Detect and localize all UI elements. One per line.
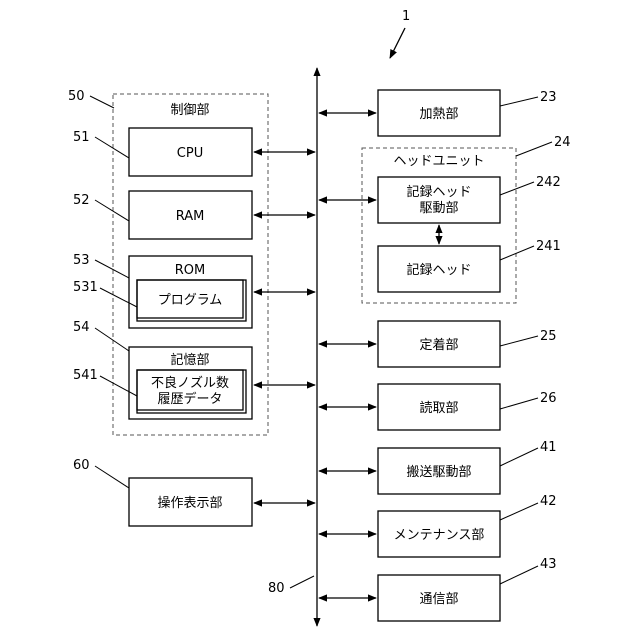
program-label: プログラム: [158, 293, 223, 308]
program-ref: 531: [73, 280, 98, 295]
head-drive-ref-leader: [500, 182, 534, 195]
control-ref: 50: [68, 89, 85, 104]
cpu-ref: 51: [73, 130, 90, 145]
history-ref: 541: [73, 368, 98, 383]
fixing-ref: 25: [540, 329, 557, 344]
device-ref: 1: [402, 9, 410, 24]
head-drive-box: [378, 177, 500, 223]
heating-ref-leader: [500, 97, 538, 106]
history-label-line1: 不良ノズル数: [151, 375, 229, 391]
operation-display-ref-leader: [95, 466, 129, 488]
operation-display-label: 操作表示部: [157, 495, 222, 511]
heating-ref: 23: [540, 90, 557, 105]
fixing-ref-leader: [500, 336, 538, 346]
ram-ref-leader: [95, 200, 129, 221]
reading-ref-leader: [500, 398, 538, 409]
rom-ref-leader: [95, 260, 129, 278]
device-ref-arrow: [390, 28, 405, 58]
fixing-label: 定着部: [419, 337, 458, 353]
transport-ref-leader: [500, 448, 538, 466]
reading-ref: 26: [540, 391, 557, 406]
maintenance-ref: 42: [540, 494, 557, 509]
rom-label: ROM: [175, 263, 205, 278]
head-unit-ref: 24: [554, 135, 571, 150]
head-unit-label: ヘッドユニット: [393, 154, 484, 169]
transport-ref: 41: [540, 440, 557, 455]
head-drive-ref: 242: [536, 175, 561, 190]
transport-label: 搬送駆動部: [406, 465, 471, 480]
control-ref-leader: [90, 96, 114, 108]
communication-ref: 43: [540, 557, 557, 572]
rom-ref: 53: [73, 253, 90, 268]
maintenance-ref-leader: [500, 503, 538, 520]
head-unit-ref-leader: [516, 142, 552, 156]
bus-ref-leader: [290, 576, 314, 588]
storage-ref-leader: [95, 328, 129, 351]
operation-display-ref: 60: [73, 458, 90, 473]
history-label-line2: 履歴データ: [157, 391, 222, 407]
recording-head-ref: 241: [536, 239, 561, 254]
bus-ref: 80: [268, 581, 285, 596]
cpu-ref-leader: [95, 137, 129, 158]
storage-ref: 54: [73, 320, 90, 335]
control-label: 制御部: [170, 103, 209, 118]
storage-label: 記憶部: [170, 352, 209, 368]
cpu-label: CPU: [177, 146, 203, 161]
ram-ref: 52: [73, 193, 90, 208]
head-drive-label-line1: 記録ヘッド: [406, 184, 471, 200]
reading-label: 読取部: [419, 400, 458, 416]
head-drive-label-line2: 駆動部: [419, 201, 458, 216]
recording-head-label: 記録ヘッド: [406, 262, 471, 278]
maintenance-label: メンテナンス部: [394, 528, 485, 543]
ram-label: RAM: [176, 209, 205, 224]
recording-head-ref-leader: [500, 246, 534, 260]
communication-label: 通信部: [419, 592, 458, 607]
communication-ref-leader: [500, 566, 538, 584]
heating-label: 加熱部: [419, 107, 458, 122]
